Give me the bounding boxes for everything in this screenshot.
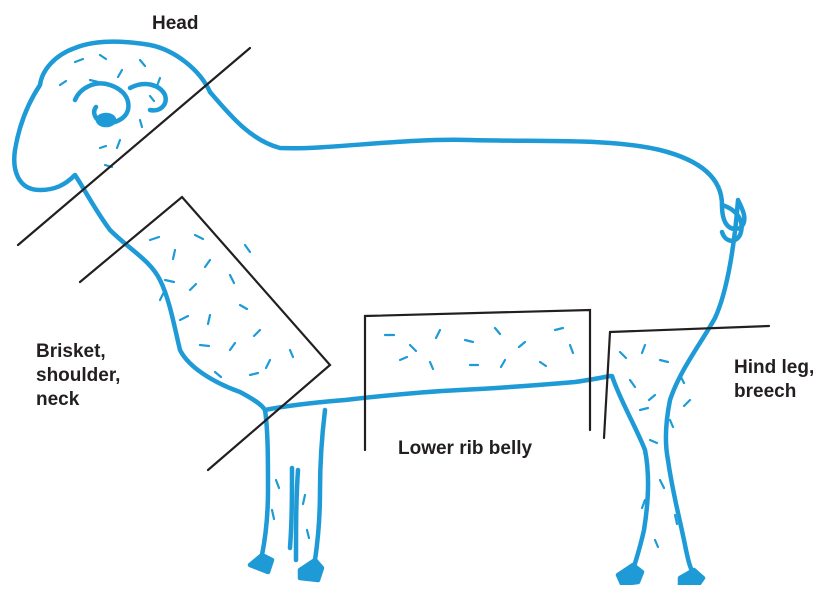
label-hind-leg-line-1: Hind leg, [734,356,814,380]
hind-leg-box-top [610,326,769,332]
sheep-horn-outline [130,84,166,110]
sheep-eye [98,115,114,125]
label-brisket-line-3: neck [36,388,120,412]
sheep-hind-leg-left [612,376,648,570]
sheep-front-hoof-right [300,560,322,580]
sheep-front-leg-left [262,410,268,555]
sheep-front-leg-left-inner [290,468,292,548]
label-brisket-line-2: shoulder, [36,364,120,388]
lower-rib-belly-box [365,310,590,450]
label-lower-rib-belly: Lower rib belly [398,437,532,461]
cut-lines [18,48,769,470]
wool-head [60,55,160,167]
label-brisket-shoulder-neck: Brisket, shoulder, neck [36,340,120,412]
sheep-hind-leg-right [668,460,694,575]
sheep-front-hoof-left [250,555,272,572]
hind-leg-box-left [604,332,610,438]
sheep-hind-hoof-left [618,565,642,584]
sheep-hind-hoof-right [680,570,703,585]
sheep-front-leg-right-inner [296,470,298,560]
label-hind-leg-breech: Hind leg, breech [734,356,814,404]
wool-legs [272,480,677,547]
head-cut-line [18,48,250,245]
sheep-belly-outline [265,376,610,410]
label-brisket-line-1: Brisket, [36,340,120,364]
label-hind-leg-line-2: breech [734,380,814,404]
sheep-front-leg-right [315,410,325,560]
wool-hind-leg [620,345,690,443]
label-head: Head [152,12,198,36]
wool-lower-rib-belly [385,328,573,369]
